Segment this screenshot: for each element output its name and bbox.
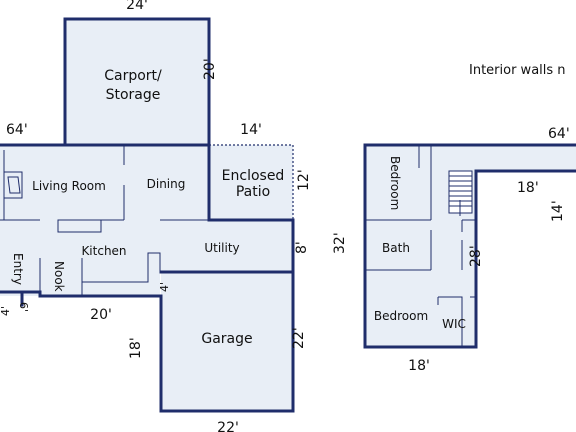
dim-24: 24' bbox=[126, 0, 148, 13]
dim-20-bottom: 20' bbox=[90, 307, 112, 323]
dim-12: 12' bbox=[296, 169, 312, 191]
room-label-carport-2: Storage bbox=[106, 87, 161, 103]
dim-18-bottom: 18' bbox=[408, 358, 430, 374]
right-floor-plan: Bedroom Bath Bedroom WIC Interior walls … bbox=[332, 63, 576, 374]
dim-18-top: 18' bbox=[517, 180, 539, 196]
dim-6-entry: 6' bbox=[17, 302, 30, 312]
hall-walls bbox=[461, 219, 476, 270]
dim-22-bottom: 22' bbox=[217, 420, 239, 432]
room-label-enclosed-2: Patio bbox=[236, 184, 270, 200]
dim-22-side: 22' bbox=[291, 327, 307, 349]
room-label-living-room: Living Room bbox=[32, 179, 106, 193]
room-label-wic: WIC bbox=[442, 317, 466, 331]
dim-18-garage: 18' bbox=[128, 337, 144, 359]
room-label-bath: Bath bbox=[382, 241, 410, 255]
fireplace-icon bbox=[3, 171, 23, 199]
upper-level-walls bbox=[363, 143, 576, 349]
fireplace-hearth-icon bbox=[7, 176, 21, 194]
room-label-entry: Entry bbox=[11, 253, 25, 285]
room-label-kitchen: Kitchen bbox=[81, 244, 126, 258]
room-label-carport-1: Carport/ bbox=[104, 68, 162, 84]
dim-64-left: 64' bbox=[6, 122, 28, 138]
room-label-nook: Nook bbox=[52, 261, 66, 292]
dim-4-garage: 4' bbox=[158, 282, 171, 292]
dim-20-carport: 20' bbox=[202, 58, 218, 80]
room-label-bedroom-lower: Bedroom bbox=[374, 309, 428, 323]
dim-14-right: 14' bbox=[550, 200, 566, 222]
bath-walls bbox=[365, 230, 432, 271]
upper-level-extension bbox=[476, 145, 576, 171]
room-label-garage: Garage bbox=[201, 331, 252, 347]
kitchen-utility-area bbox=[0, 220, 293, 272]
stairs-icon bbox=[448, 170, 473, 216]
room-label-utility: Utility bbox=[204, 241, 239, 255]
bedroom-upper-walls bbox=[365, 145, 432, 221]
interior-walls-note: Interior walls n bbox=[469, 63, 566, 78]
carport-area bbox=[65, 19, 209, 145]
patio-dashed-edge bbox=[209, 144, 294, 220]
room-label-enclosed-1: Enclosed bbox=[222, 168, 285, 184]
wic-walls bbox=[437, 296, 476, 347]
dim-28: 28' bbox=[468, 245, 484, 267]
room-label-bedroom-upper: Bedroom bbox=[388, 156, 402, 210]
dim-32: 32' bbox=[332, 232, 348, 254]
room-label-dining: Dining bbox=[147, 177, 186, 191]
dim-64-right: 64' bbox=[548, 126, 570, 142]
carport-walls bbox=[63, 17, 211, 147]
kitchen-island bbox=[81, 252, 161, 296]
dim-4-entry: 4' bbox=[0, 306, 12, 316]
left-floor-plan: Carport/ Storage Living Room Dining Encl… bbox=[0, 0, 312, 432]
main-living-area bbox=[0, 145, 293, 220]
dim-14-patio: 14' bbox=[240, 122, 262, 138]
kitchen-counter bbox=[57, 219, 102, 233]
garage-area bbox=[161, 272, 293, 411]
dim-8: 8' bbox=[294, 241, 310, 254]
